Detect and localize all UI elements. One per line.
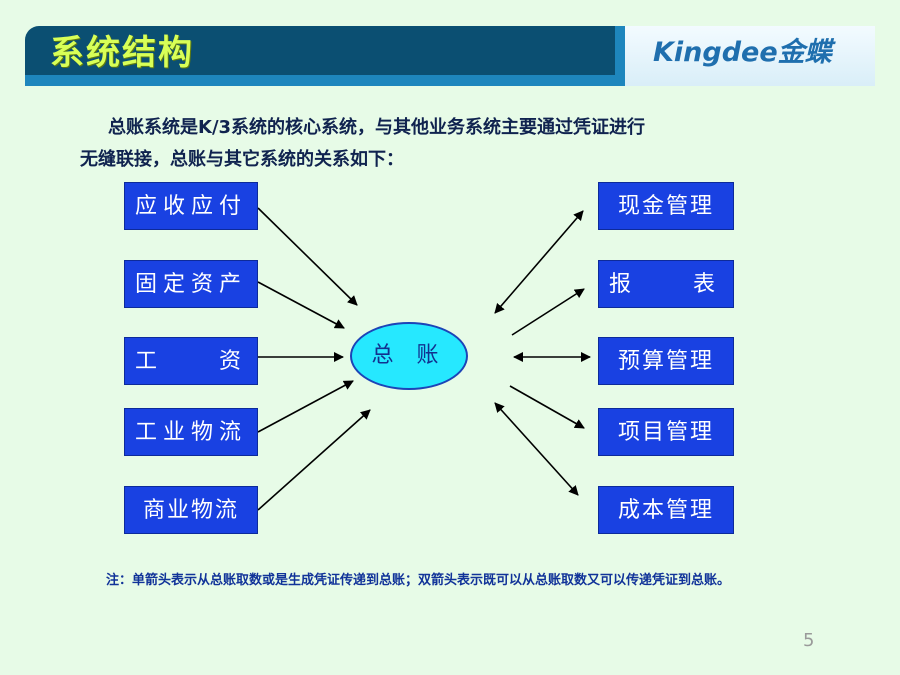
footnote: 注：单箭头表示从总账取数或是生成凭证传递到总账；双箭头表示既可以从总账取数又可以… bbox=[106, 573, 731, 588]
intro-line-2: 无缝联接，总账与其它系统的关系如下： bbox=[80, 149, 404, 170]
kingdee-logo: Kingdee金蝶 bbox=[653, 37, 832, 68]
arrow-ledger-to-cost-management bbox=[494, 402, 579, 496]
node-fixed-assets: 固定资产 bbox=[124, 260, 258, 308]
arrow-ledger-to-project-management bbox=[509, 385, 585, 429]
brand-panel: Kingdee金蝶 bbox=[615, 26, 875, 86]
arrow-ledger-to-cash-management bbox=[494, 210, 584, 314]
arrow-ledger-to-reports bbox=[511, 288, 585, 336]
node-payroll: 工 资 bbox=[124, 337, 258, 385]
node-reports: 报 表 bbox=[598, 260, 734, 308]
intro-paragraph: 总账系统是K/3系统的核心系统，与其他业务系统主要通过凭证进行 无缝联接，总账与… bbox=[80, 112, 860, 176]
intro-line-1: 总账系统是K/3系统的核心系统，与其他业务系统主要通过凭证进行 bbox=[108, 117, 646, 138]
arrow-fixed-assets-to-ledger bbox=[257, 281, 345, 329]
node-industrial-logistics: 工业物流 bbox=[124, 408, 258, 456]
arrow-ar-ap-to-ledger bbox=[257, 207, 358, 306]
arrow-commercial-logistics-to-ledger bbox=[257, 409, 371, 511]
node-cash-management: 现金管理 bbox=[598, 182, 734, 230]
node-budget-management: 预算管理 bbox=[598, 337, 734, 385]
node-commercial-logistics: 商业物流 bbox=[124, 486, 258, 534]
node-ar-ap: 应收应付 bbox=[124, 182, 258, 230]
node-general-ledger: 总 账 bbox=[350, 322, 468, 390]
node-project-management: 项目管理 bbox=[598, 408, 734, 456]
title-bar: 系统结构 Kingdee金蝶 bbox=[25, 26, 875, 86]
title-bar-stripe bbox=[25, 75, 875, 86]
slide-title: 系统结构 bbox=[50, 33, 194, 73]
node-cost-management: 成本管理 bbox=[598, 486, 734, 534]
arrow-industrial-logistics-to-ledger bbox=[257, 380, 354, 433]
page-number: 5 bbox=[803, 630, 815, 651]
